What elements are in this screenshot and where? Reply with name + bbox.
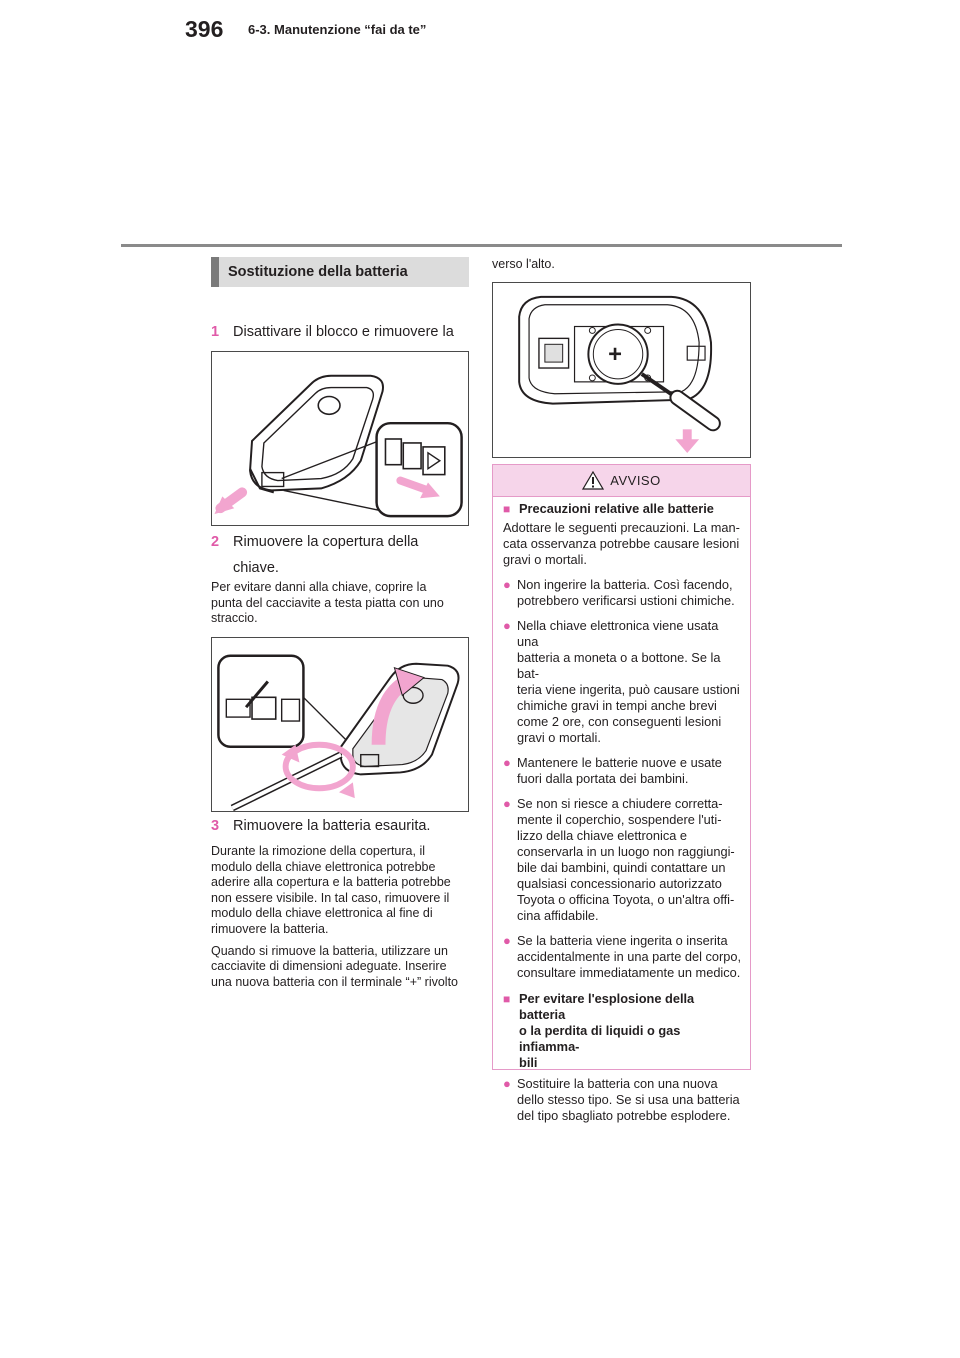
note-line: Per evitare danni alla chiave, coprire l… xyxy=(211,580,427,594)
section-title: Sostituzione della batteria xyxy=(228,264,408,280)
note-line: rimuovere la batteria. xyxy=(211,921,329,936)
text-line: Se non si riesce a chiudere corretta- xyxy=(517,796,723,811)
text-line: gravi o mortali. xyxy=(517,730,601,745)
text-line: chimiche gravi in tempi anche brevi xyxy=(517,698,717,713)
step-text-line: Rimuovere la batteria esaurita. xyxy=(233,818,431,834)
note-line: Quando si rimuove la batteria, utilizzar… xyxy=(211,943,448,958)
battery-plus-sign: + xyxy=(608,342,622,368)
warning-subheading: ■ Precauzioni relative alle batterie xyxy=(503,501,743,517)
note-line: non essere visibile. In tal caso, rimuov… xyxy=(211,890,450,905)
figure-remove-cover xyxy=(211,637,469,812)
page-number: 396 xyxy=(185,16,224,42)
key-fob-illustration xyxy=(214,374,463,518)
note-step-3-continued: verso l'alto. xyxy=(492,257,555,271)
text-line: consultare immediatamente un medico. xyxy=(517,965,741,980)
warning-subheading: ■ Per evitare l'esplosione della batteri… xyxy=(503,991,743,1071)
note-line: aderire alla copertura e la batteria pot… xyxy=(211,875,451,890)
text-line: Adottare le seguenti precauzioni. La man… xyxy=(503,520,740,535)
bullet-icon: ● xyxy=(503,577,511,592)
text-line: Per evitare l'esplosione della batteria xyxy=(519,991,695,1022)
bullet-icon: ● xyxy=(503,796,511,811)
text-line: dello stesso tipo. Se si usa una batteri… xyxy=(517,1092,740,1107)
step-number: 3 xyxy=(211,818,220,834)
warning-item: ● Non ingerire la batteria. Così facendo… xyxy=(503,577,743,609)
warning-item: ● Sostituire la batteria con una nuova d… xyxy=(503,1076,743,1124)
figure-remove-battery: + xyxy=(492,282,751,458)
step-text-line: Disattivare il blocco e rimuovere la xyxy=(233,324,454,340)
note-line: cacciavite di dimensioni adeguate. Inser… xyxy=(211,959,447,974)
warning-item: ● Mantenere le batterie nuove e usate fu… xyxy=(503,755,743,787)
note-line: una nuova batteria con il terminale “+” … xyxy=(211,974,459,989)
warning-item: ● Se non si riesce a chiudere corretta- … xyxy=(503,796,743,924)
text-line: teria viene ingerita, può causare ustion… xyxy=(517,682,740,697)
step-3: 3 Rimuovere la batteria esaurita. xyxy=(211,813,473,839)
bullet-icon: ● xyxy=(503,618,511,633)
text-line: cata osservanza potrebbe causare lesioni xyxy=(503,536,740,551)
note-line: modulo della chiave elettronica potrebbe xyxy=(211,859,436,874)
text-line: accidentalmente in una parte del corpo, xyxy=(517,949,742,964)
note-step-3: Durante la rimozione della copertura, il… xyxy=(211,844,477,990)
bullet-icon: ● xyxy=(503,1076,511,1091)
section-heading: Sostituzione della batteria xyxy=(211,257,469,287)
warning-header: AVVISO xyxy=(493,465,750,497)
warning-subheading-text: Precauzioni relative alle batterie xyxy=(519,501,714,516)
text-line: bili xyxy=(519,1055,538,1070)
text-line: Mantenere le batterie nuove e usate xyxy=(517,755,722,770)
text-line: del tipo sbagliato potrebbe esplodere. xyxy=(517,1108,731,1123)
note-line: Durante la rimozione della copertura, il xyxy=(211,844,425,858)
warning-triangle-icon xyxy=(582,471,605,490)
text-line: o la perdita di liquidi o gas infiamma- xyxy=(519,1023,681,1054)
step-text-line: chiave. xyxy=(233,560,279,576)
text-line: cina affidabile. xyxy=(517,908,599,923)
header-rule xyxy=(121,244,842,247)
running-head: 6-3. Manutenzione “fai da te” xyxy=(248,22,427,37)
text-line: lizzo della chiave elettronica e xyxy=(517,828,688,843)
warning-title: AVVISO xyxy=(610,473,661,488)
bullet-icon: ● xyxy=(503,933,511,948)
warning-box: AVVISO ■ Precauzioni relative alle batte… xyxy=(492,464,751,1123)
step-number: 1 xyxy=(211,324,220,340)
text-line: bile dai bambini, quindi contattare un xyxy=(517,860,726,875)
text-line: Nella chiave elettronica viene usata una xyxy=(517,618,719,649)
warning-item: ● Nella chiave elettronica viene usata u… xyxy=(503,618,743,746)
figure-remove-mechanical-key xyxy=(211,351,469,526)
text-line: conservarla in un luogo non raggiungi- xyxy=(517,844,735,859)
square-bullet-icon: ■ xyxy=(503,502,511,516)
bullet-icon: ● xyxy=(503,755,511,770)
note-line: straccio. xyxy=(211,611,258,626)
text-line: fuori dalla portata dei bambini. xyxy=(517,771,689,786)
text-line: Toyota o officina Toyota, o un'altra off… xyxy=(517,892,735,907)
text-line: Se la batteria viene ingerita o inserita xyxy=(517,933,728,948)
warning-intro: Adottare le seguenti precauzioni. La man… xyxy=(503,520,743,568)
note-step-2: Per evitare danni alla chiave, coprire l… xyxy=(211,580,473,627)
text-line: Non ingerire la batteria. Così facendo, xyxy=(517,577,733,592)
battery-removal-illustration: + xyxy=(518,295,721,454)
note-line: punta del cacciavite a testa piatta con … xyxy=(211,595,444,610)
text-line: mente il coperchio, sospendere l'uti- xyxy=(517,812,722,827)
text-line: Sostituire la batteria con una nuova xyxy=(517,1076,718,1091)
note-line: modulo della chiave elettronica al fine … xyxy=(211,906,433,921)
square-bullet-icon: ■ xyxy=(503,992,511,1006)
step-text-line: Rimuovere la copertura della xyxy=(233,534,419,550)
text-line: potrebbero verificarsi ustioni chimiche. xyxy=(517,593,735,608)
text-line: qualsiasi concessionario autorizzato xyxy=(517,876,722,891)
text-line: batteria a moneta o a bottone. Se la bat… xyxy=(517,650,721,681)
step-2: 2 Rimuovere la copertura della chiave. xyxy=(211,529,473,581)
step-number: 2 xyxy=(211,534,220,550)
text-line: come 2 ore, con conseguenti lesioni xyxy=(517,714,722,729)
warning-item: ● Se la batteria viene ingerita o inseri… xyxy=(503,933,743,981)
warning-body: ■ Precauzioni relative alle batterie Ado… xyxy=(503,501,743,1124)
text-line: gravi o mortali. xyxy=(503,552,587,567)
key-cover-illustration xyxy=(217,654,460,811)
